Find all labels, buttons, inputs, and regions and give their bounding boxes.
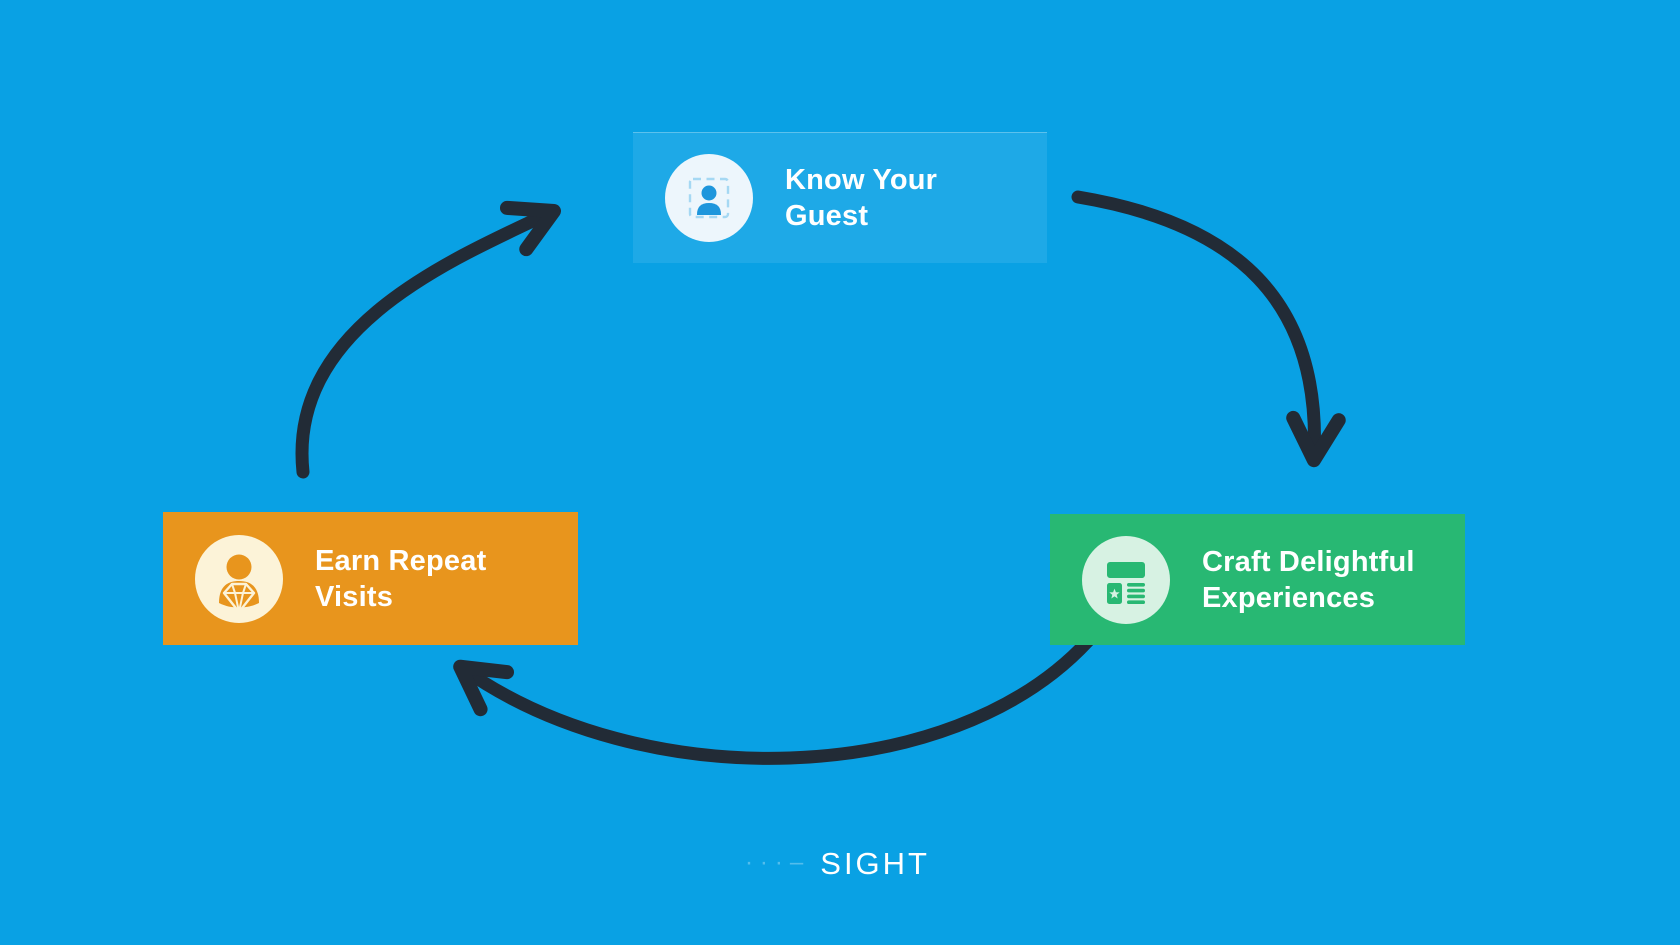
step-label-line-1: Know Your	[785, 164, 938, 196]
step-label-line-1: Craft Delightful	[1202, 545, 1415, 578]
arrow-know-to-craft	[1071, 190, 1346, 468]
person-diamond-loyalty-icon	[195, 534, 283, 623]
content-layout-star-icon	[1082, 535, 1170, 624]
brand-faint-prefix: ···–	[744, 849, 811, 876]
step-label: Craft Delightful Experiences	[1202, 544, 1415, 616]
step-label: Earn Repeat Visits	[315, 543, 486, 615]
step-card-craft-delightful-experiences: Craft Delightful Experiences	[1050, 514, 1465, 645]
step-label-line-1: Earn Repeat	[315, 544, 487, 577]
arrow-craft-to-earn	[453, 634, 1095, 765]
arrow-earn-to-know	[295, 200, 562, 479]
step-label-line-2: Guest	[785, 200, 869, 232]
brand-logo: ···– SIGHT	[640, 846, 930, 882]
step-label-line-2: Experiences	[1202, 581, 1376, 614]
step-card-know-your-guest: Know Your Guest	[633, 132, 1047, 263]
step-card-earn-repeat-visits: Earn Repeat Visits	[163, 512, 578, 645]
face-scan-person-icon	[665, 154, 753, 242]
brand-logo-text: SIGHT	[820, 846, 930, 881]
step-label-line-2: Visits	[315, 580, 394, 613]
step-label: Know Your Guest	[785, 162, 937, 234]
